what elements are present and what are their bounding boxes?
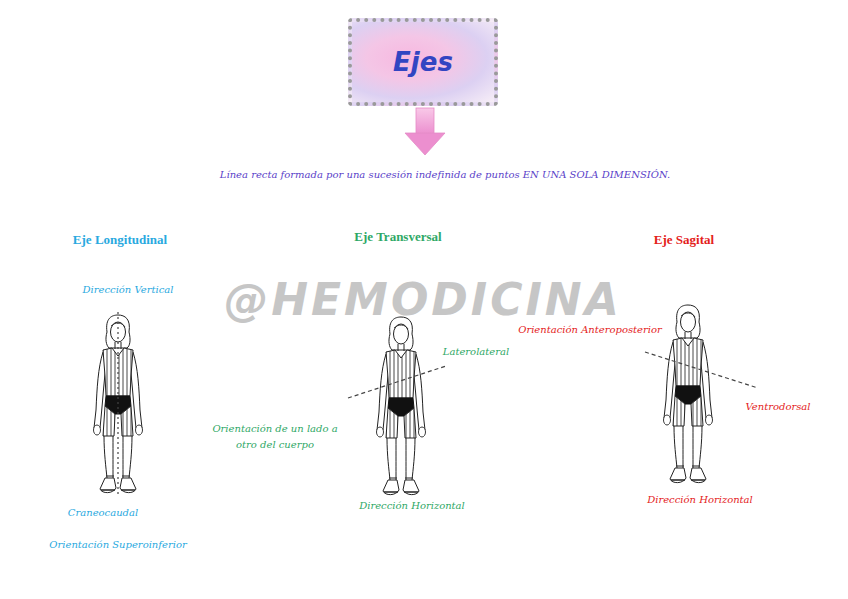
human-figure (664, 305, 713, 483)
human-figure (377, 317, 426, 495)
axis-heading: Eje Sagital (654, 230, 714, 251)
direction-label: Dirección Vertical (83, 282, 174, 298)
direction-label: Dirección Horizontal (359, 498, 465, 514)
longitudinal-axis (117, 312, 118, 496)
orientation-label: Orientación de un lado a otro del cuerpo (210, 421, 340, 453)
title-box: Ejes (348, 18, 498, 106)
down-arrow (405, 108, 445, 155)
orientation-label: Craneocaudal (68, 505, 138, 521)
axis-heading: Eje Transversal (354, 227, 441, 248)
orientation-label: Laterolateral (443, 344, 509, 360)
direction-label: Dirección Horizontal (647, 492, 753, 508)
transverse-axis (348, 366, 446, 398)
orientation-label: Orientación Anteroposterior (518, 322, 662, 338)
title-text: Ejes (393, 47, 453, 77)
orientation-label: Ventrodorsal (746, 399, 811, 415)
orientation-label: Orientación Superoinferior (49, 537, 186, 553)
definition-text: Línea recta formada por una sucesión ind… (220, 167, 670, 183)
sagittal-axis (645, 352, 758, 388)
axis-heading: Eje Longitudinal (73, 230, 167, 251)
